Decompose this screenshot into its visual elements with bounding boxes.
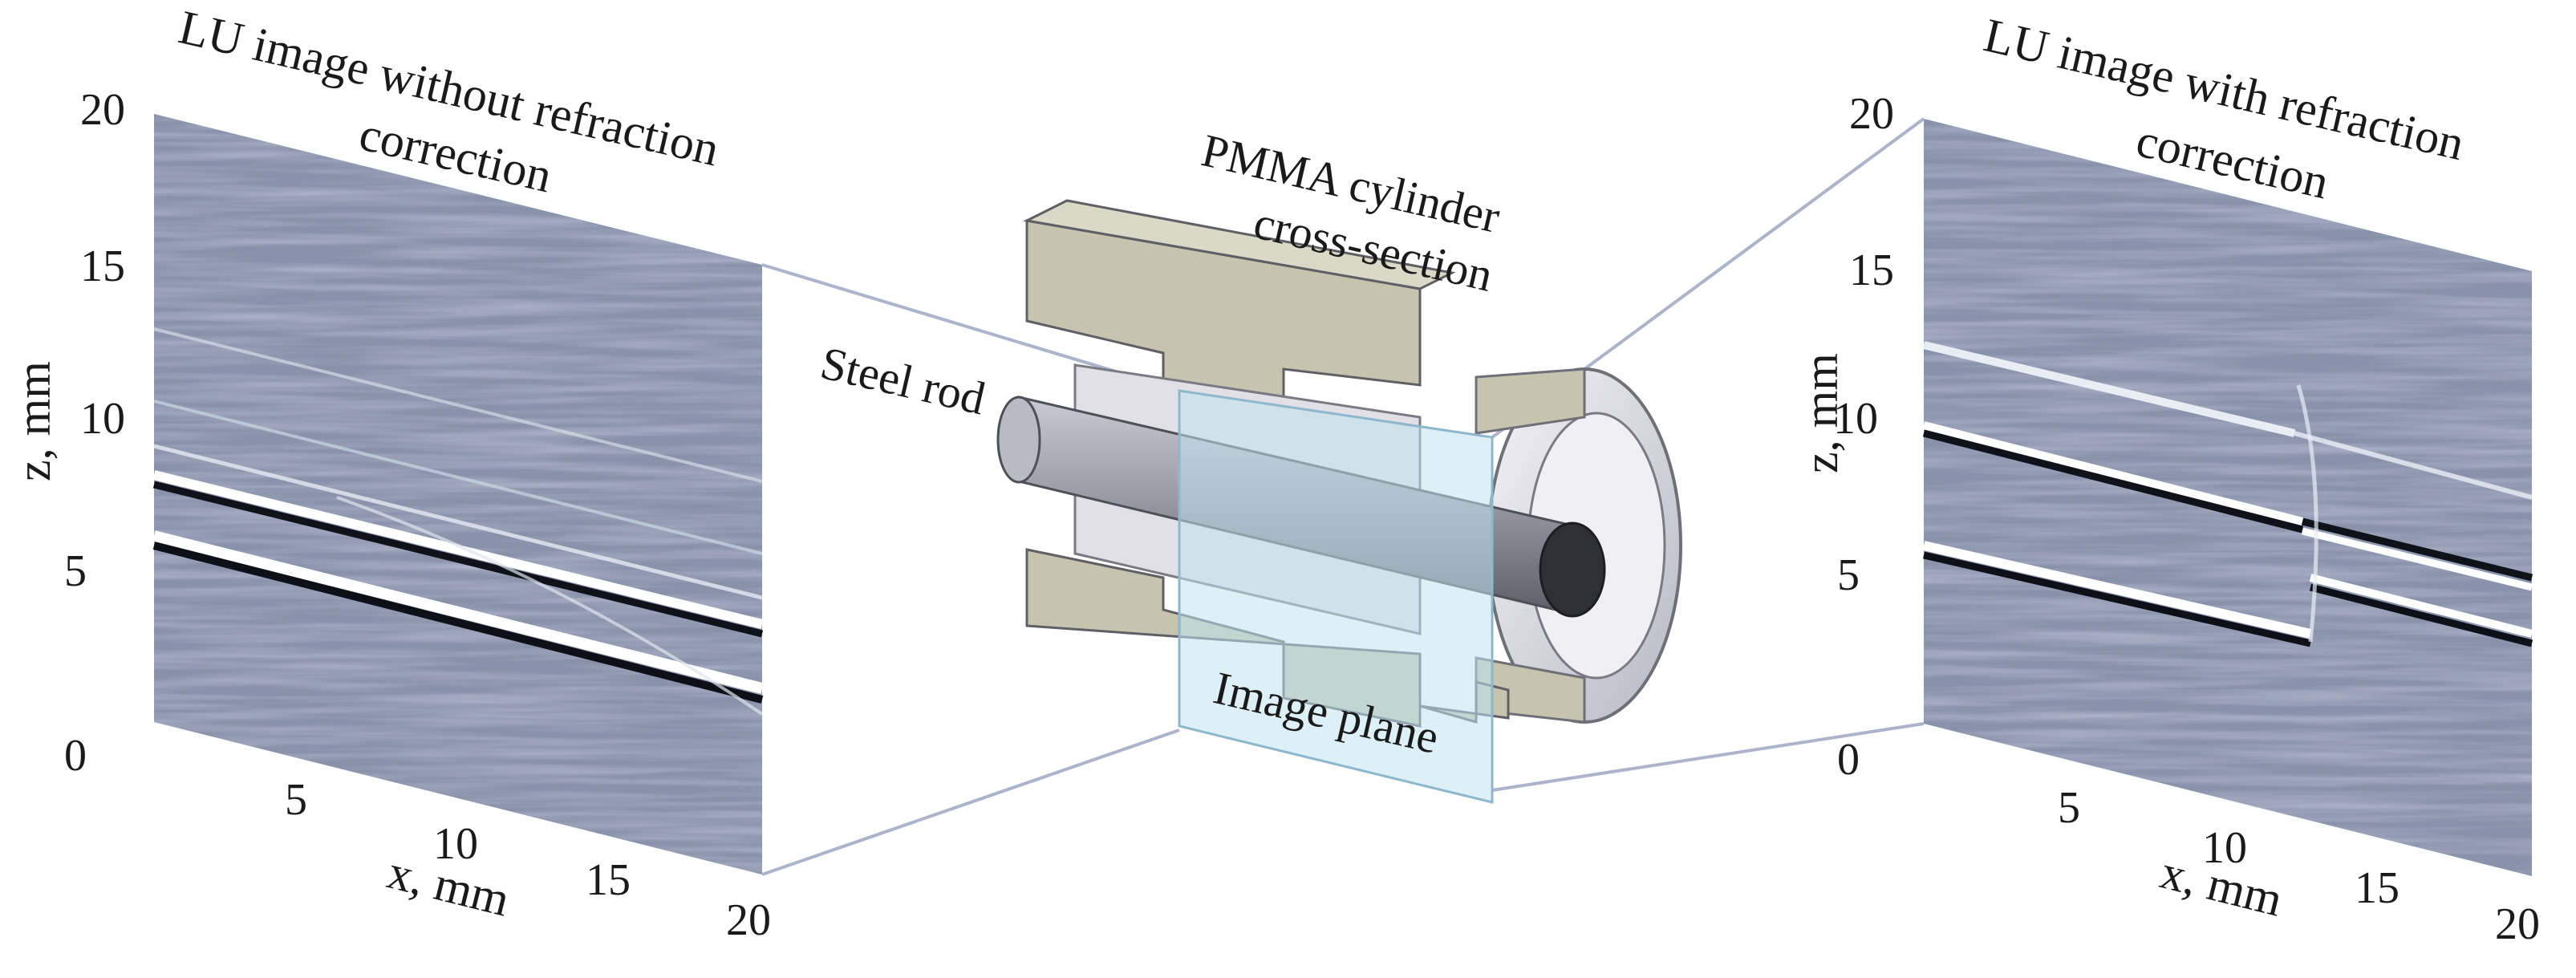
left-x-tick-2: 15 <box>586 855 631 905</box>
right-image-texture <box>1924 119 2532 876</box>
right-z-tick-2: 10 <box>1833 394 1878 444</box>
left-z-tick-1: 5 <box>64 546 87 596</box>
image-plane <box>1178 389 1494 804</box>
right-z-axis-label: z, mm <box>1795 353 1848 473</box>
right-x-tick-1: 10 <box>2202 823 2247 873</box>
right-z-tick-1: 5 <box>1837 550 1860 600</box>
pmma-cylinder-model <box>996 199 1682 804</box>
left-lu-image-panel <box>152 114 764 875</box>
left-z-tick-0: 0 <box>64 731 87 781</box>
steel-rod-label: Steel rod <box>816 336 990 424</box>
pmma-upper-top <box>1023 199 1456 290</box>
right-x-tick-2: 15 <box>2355 863 2400 913</box>
left-x-tick-1: 10 <box>433 819 478 869</box>
right-x-tick-3: 20 <box>2495 899 2540 949</box>
left-x-tick-0: 5 <box>285 775 307 825</box>
left-z-axis-label: z, mm <box>7 361 60 481</box>
right-z-tick-0: 0 <box>1837 735 1860 785</box>
left-z-tick-3: 15 <box>80 241 125 291</box>
right-lu-image-panel <box>1922 119 2533 876</box>
right-z-tick-4: 20 <box>1849 89 1894 139</box>
right-z-tick-3: 15 <box>1849 246 1894 295</box>
left-image-texture <box>154 114 762 875</box>
tube-top-strip <box>1475 367 1586 435</box>
right-x-tick-0: 5 <box>2058 783 2080 833</box>
left-x-tick-3: 20 <box>726 895 771 945</box>
left-z-tick-4: 20 <box>80 85 125 135</box>
right-reflection-streaks <box>1922 341 2533 647</box>
steel-rod-end <box>1539 521 1606 618</box>
left-z-tick-2: 10 <box>80 394 125 444</box>
left-reflection-streaks <box>152 327 764 716</box>
